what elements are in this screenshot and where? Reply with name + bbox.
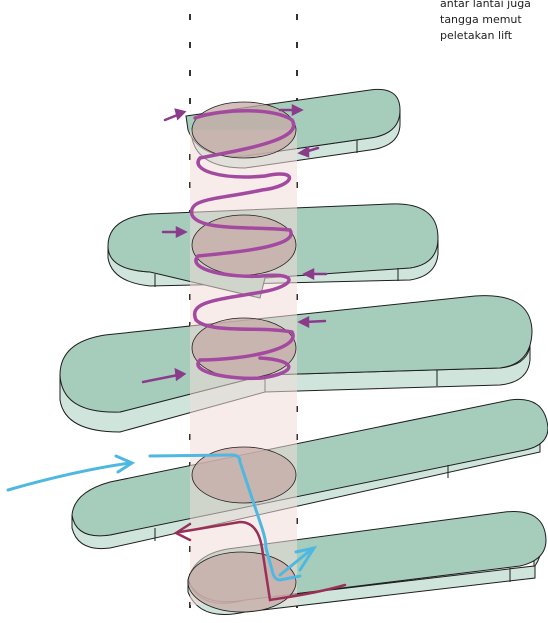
arrow-6-head [297,315,310,329]
arrow-5-head [302,267,315,281]
spiral-stair-path [189,108,296,381]
blue-path-route [148,453,302,582]
caption-text: antar lantai juga tangga memut peletakan… [440,0,548,44]
blue-path-exit-head [294,545,318,572]
arrow-7-head [174,367,187,382]
arrow-3-head [297,145,310,158]
red-circulation-path [173,520,347,602]
spiral-direction-arrows [141,103,328,384]
blue-path-entry-head [114,454,136,474]
lift-disc-5 [187,551,297,613]
arrow-2-head [291,103,304,117]
blue-path-entry [6,461,132,492]
caption-line-3: peletakan lift [440,29,513,42]
blue-path-exit [278,547,314,577]
caption-line-2: tangga memut [440,13,522,26]
arrow-1-head [174,108,187,121]
red-path-route [178,520,347,602]
arrow-4-head [175,225,188,239]
red-path-head [173,522,192,542]
arrow-7 [141,373,180,384]
blue-circulation-path [6,453,318,582]
caption-line-1: antar lantai juga [440,0,531,10]
